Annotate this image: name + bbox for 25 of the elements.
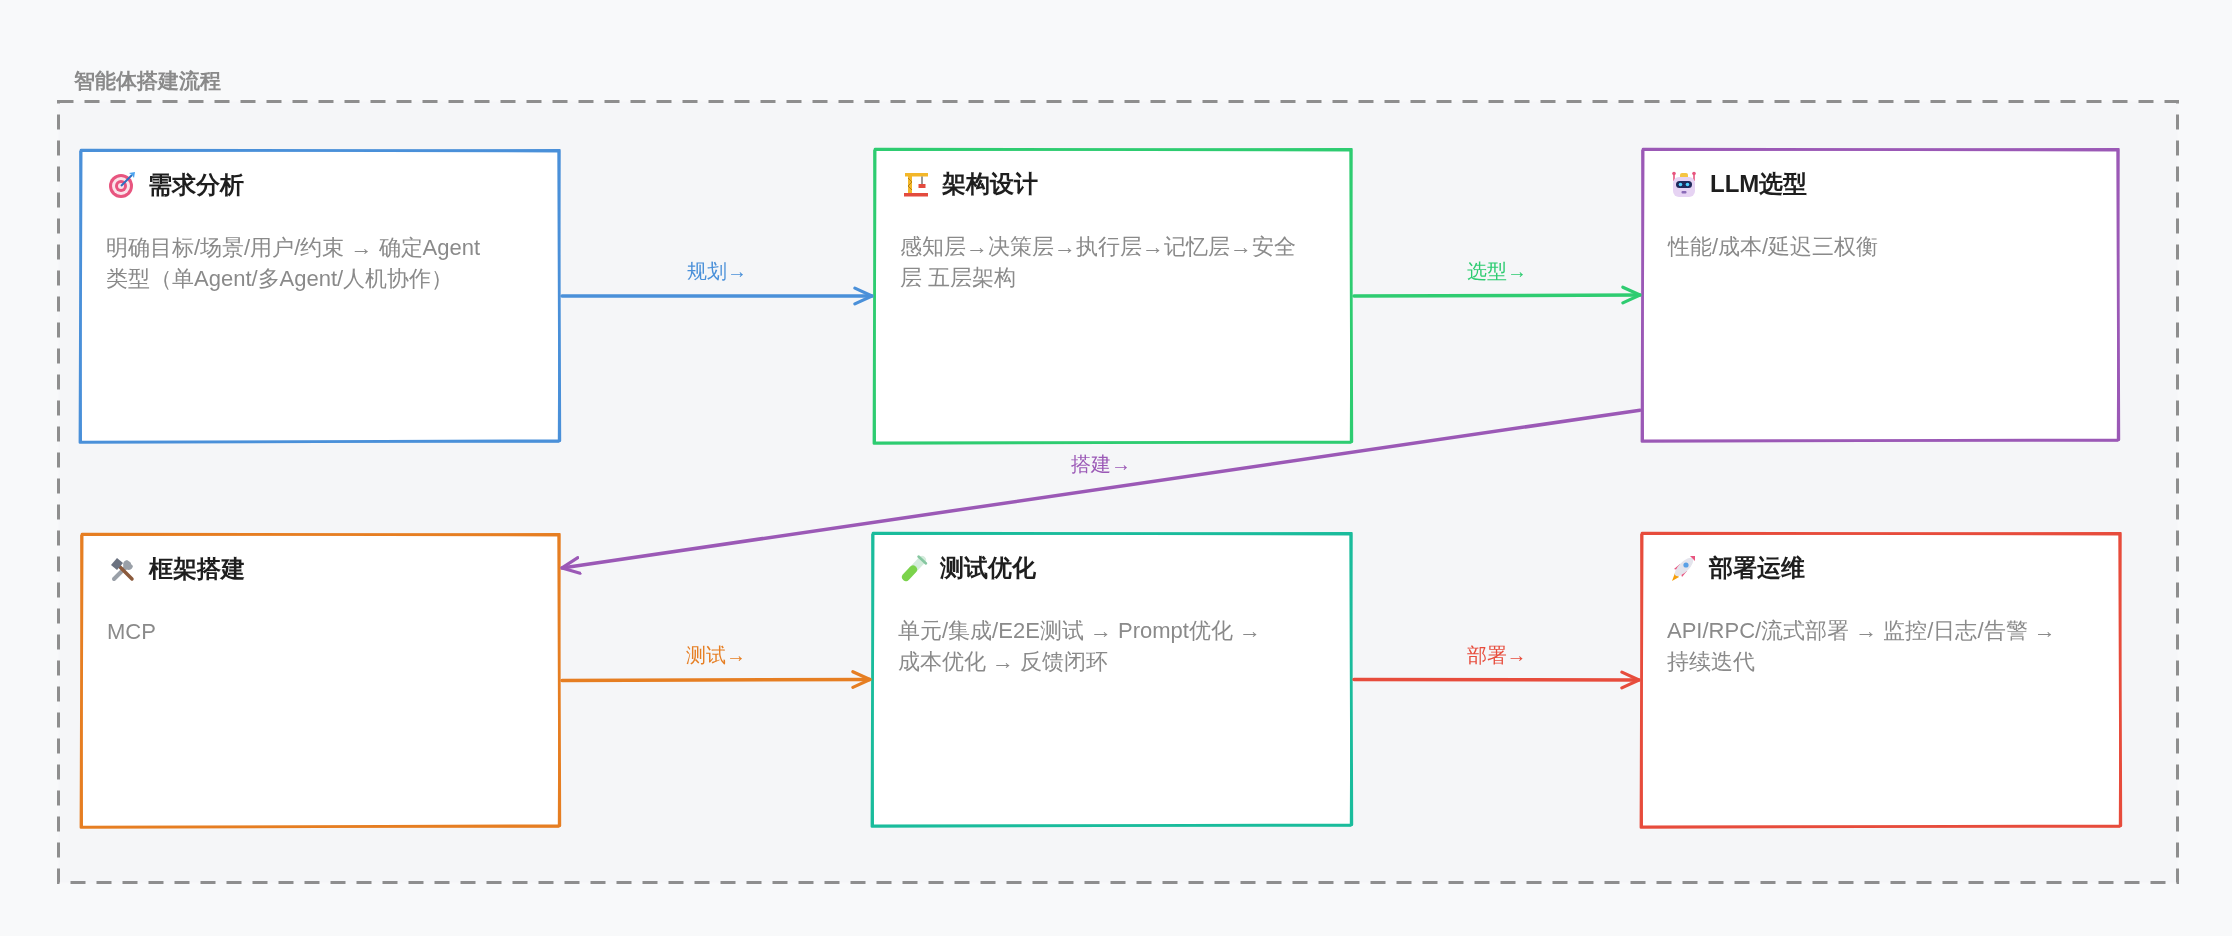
dashed-frame	[57, 68, 2179, 884]
process-card	[1639, 531, 2123, 829]
card-description: 单元/集成/E2E测试 → Prompt优化 → 成本优化 → 反馈闭环	[898, 617, 1263, 676]
process-card	[79, 532, 562, 829]
card-description: MCP	[107, 618, 157, 646]
card-title: 需求分析	[148, 170, 244, 200]
arrow	[1352, 670, 1641, 690]
arrow	[1352, 285, 1642, 305]
card-description: API/RPC/流式部署 → 监控/日志/告警 → 持续迭代	[1667, 617, 2057, 676]
process-card	[1640, 147, 2121, 443]
card-title: 架构设计	[942, 169, 1038, 199]
process-card	[78, 148, 562, 444]
process-card	[870, 531, 1354, 828]
process-card	[872, 147, 1354, 445]
arrow	[560, 286, 874, 306]
card-title: 部署运维	[1709, 553, 1805, 583]
card-description: 明确目标/场景/用户/约束 → 确定Agent类型（单Agent/多Agent/人机协作）	[106, 234, 482, 293]
card-title: LLM选型	[1710, 169, 1808, 199]
group-title: 智能体搭建流程	[74, 68, 221, 94]
card-title: 测试优化	[940, 553, 1036, 583]
arrow	[560, 408, 1642, 575]
card-description: 感知层→决策层→执行层→记忆层→安全层 五层架构	[900, 233, 1297, 292]
card-title: 框架搭建	[149, 554, 245, 584]
card-description: 性能/成本/延迟三权衡	[1668, 233, 1880, 261]
arrow	[560, 670, 872, 689]
